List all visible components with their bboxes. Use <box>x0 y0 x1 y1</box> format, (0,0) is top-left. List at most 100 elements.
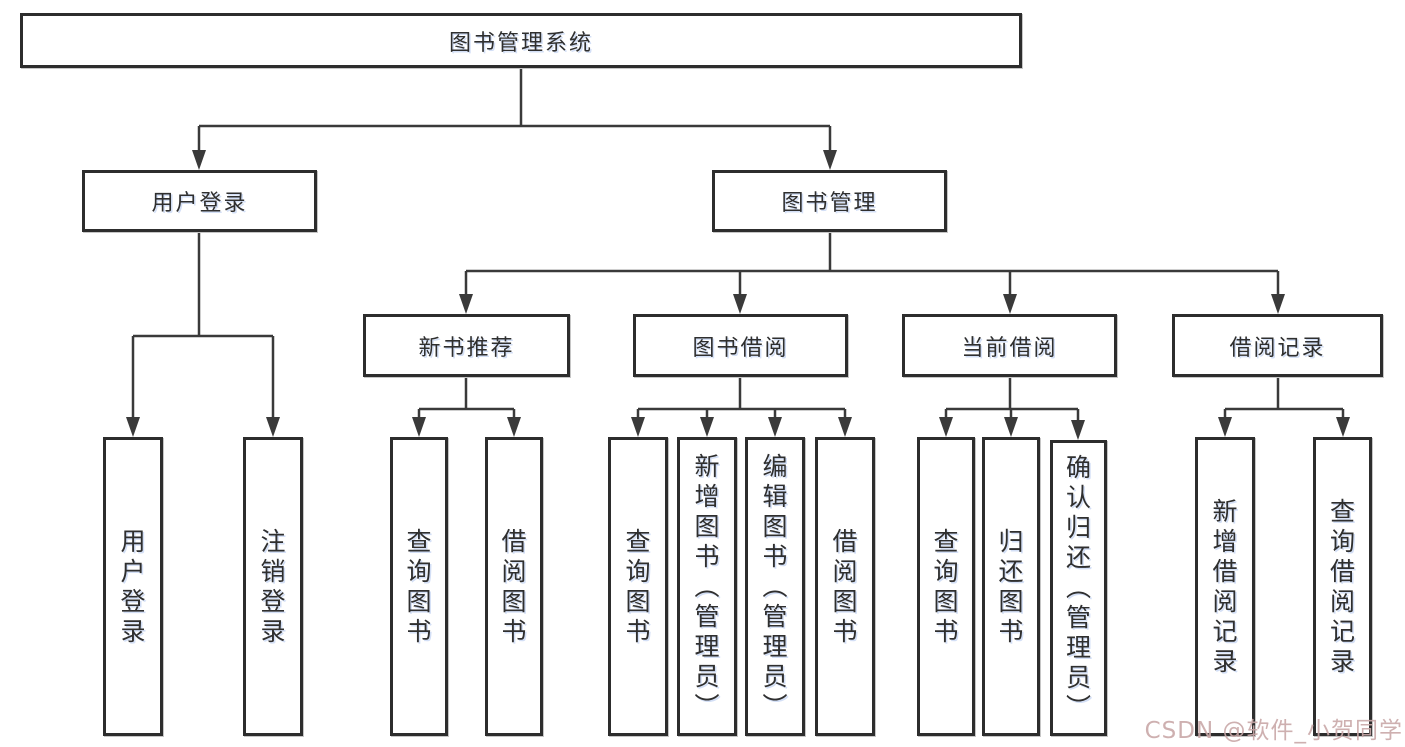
vertical-char: ︵ <box>1065 573 1091 602</box>
vertical-char: 借 <box>1212 556 1238 586</box>
node-current-borrow: 当前借阅 <box>902 314 1117 377</box>
leaf-cb-query-book: 查询图书 <box>917 437 975 736</box>
arrowheads-book-borrow-to-leaves <box>631 417 852 437</box>
leaf-br-add-borrow-record: 新增借阅记录 <box>1195 437 1255 736</box>
vertical-char: 注 <box>260 526 286 556</box>
vertical-char: 新 <box>1212 496 1238 526</box>
vertical-char: 借 <box>1329 556 1355 586</box>
vertical-char: 询 <box>1329 526 1355 556</box>
vertical-char: 图 <box>998 586 1024 616</box>
node-book-borrow: 图书借阅 <box>633 314 848 377</box>
vertical-char: 图 <box>694 511 720 541</box>
vertical-char: ︵ <box>762 571 788 601</box>
vertical-char: 借 <box>501 526 527 556</box>
connector-current-borrow-to-leaves <box>944 377 1080 421</box>
vertical-char: 用 <box>120 526 146 556</box>
vertical-char: 记 <box>1212 616 1238 646</box>
vertical-char: 管 <box>762 601 788 631</box>
vertical-char: 阅 <box>1212 586 1238 616</box>
vertical-char: 阅 <box>501 556 527 586</box>
connector-borrow-records-to-leaves <box>1223 377 1345 418</box>
vertical-char: 录 <box>120 616 146 646</box>
vertical-char: 图 <box>933 586 959 616</box>
vertical-char: 登 <box>260 586 286 616</box>
vertical-char: 阅 <box>1329 586 1355 616</box>
vertical-char: 管 <box>694 601 720 631</box>
vertical-char: 理 <box>1065 633 1091 662</box>
vertical-char: 登 <box>120 586 146 616</box>
vertical-char: 书 <box>625 616 651 646</box>
arrowheads-new-book-rec-to-leaves <box>412 417 521 437</box>
arrowheads-current-borrow-to-leaves <box>939 417 1085 440</box>
vertical-char: ︶ <box>762 691 788 721</box>
vertical-char: 书 <box>694 541 720 571</box>
vertical-char: 图 <box>501 586 527 616</box>
vertical-char: 询 <box>406 556 432 586</box>
vertical-char: 阅 <box>832 556 858 586</box>
vertical-char: 员 <box>694 661 720 691</box>
node-book-management: 图书管理 <box>712 170 947 232</box>
arrowheads-root-to-level2 <box>192 150 837 170</box>
vertical-char: 认 <box>1065 483 1091 512</box>
csdn-watermark: CSDN @软件_小贺同学 <box>1144 718 1403 744</box>
node-new-book-recommend: 新书推荐 <box>363 314 570 377</box>
vertical-char: 询 <box>933 556 959 586</box>
vertical-char: 书 <box>762 541 788 571</box>
connector-book-mgmt-to-level3 <box>464 232 1280 295</box>
arrowheads-borrow-records-to-leaves <box>1218 417 1350 437</box>
vertical-char: 归 <box>998 526 1024 556</box>
vertical-char: 归 <box>1065 513 1091 542</box>
vertical-char: 书 <box>933 616 959 646</box>
vertical-char: 新 <box>694 451 720 481</box>
leaf-bb-query-book: 查询图书 <box>608 437 668 736</box>
vertical-char: 录 <box>1212 646 1238 676</box>
leaf-cb-return-book: 归还图书 <box>982 437 1040 736</box>
vertical-char: 还 <box>998 556 1024 586</box>
vertical-char: 理 <box>694 631 720 661</box>
vertical-char: 增 <box>694 481 720 511</box>
leaf-bb-add-book-admin: 新增图书︵管理员︶ <box>677 437 737 736</box>
leaf-bb-borrow-book: 借阅图书 <box>815 437 875 736</box>
vertical-char: 图 <box>406 586 432 616</box>
vertical-char: 借 <box>832 526 858 556</box>
vertical-char: 查 <box>1329 496 1355 526</box>
node-borrow-records: 借阅记录 <box>1172 314 1383 377</box>
leaf-rec-query-book: 查询图书 <box>390 437 448 736</box>
leaf-bb-edit-book-admin: 编辑图书︵管理员︶ <box>745 437 805 736</box>
vertical-char: 书 <box>832 616 858 646</box>
vertical-char: 书 <box>501 616 527 646</box>
connector-new-book-rec-to-leaves <box>417 377 516 418</box>
vertical-char: 记 <box>1329 616 1355 646</box>
leaf-logout-login: 注销登录 <box>243 437 303 736</box>
vertical-char: 确 <box>1065 453 1091 482</box>
vertical-char: 还 <box>1065 543 1091 572</box>
vertical-char: 书 <box>998 616 1024 646</box>
vertical-char: 图 <box>625 586 651 616</box>
vertical-char: 查 <box>625 526 651 556</box>
vertical-char: 编 <box>762 451 788 481</box>
vertical-char: 员 <box>1065 663 1091 692</box>
vertical-char: 书 <box>406 616 432 646</box>
arrowheads-book-mgmt-to-level3 <box>459 294 1285 314</box>
vertical-char: 录 <box>260 616 286 646</box>
connector-root-to-level2 <box>197 68 832 151</box>
vertical-char: 图 <box>762 511 788 541</box>
vertical-char: ︶ <box>1065 693 1091 722</box>
vertical-char: 图 <box>832 586 858 616</box>
connector-user-login-to-leaves <box>131 232 275 418</box>
arrowheads-user-login-to-leaves <box>126 417 280 437</box>
node-root-system: 图书管理系统 <box>20 13 1022 68</box>
leaf-br-query-borrow-record: 查询借阅记录 <box>1313 437 1372 736</box>
vertical-char: 户 <box>120 556 146 586</box>
leaf-user-login: 用户登录 <box>103 437 163 736</box>
vertical-char: 理 <box>762 631 788 661</box>
vertical-char: 询 <box>625 556 651 586</box>
vertical-char: 员 <box>762 661 788 691</box>
vertical-char: 查 <box>933 526 959 556</box>
vertical-char: 辑 <box>762 481 788 511</box>
leaf-rec-borrow-book: 借阅图书 <box>485 437 543 736</box>
vertical-char: ︶ <box>694 691 720 721</box>
vertical-char: ︵ <box>694 571 720 601</box>
